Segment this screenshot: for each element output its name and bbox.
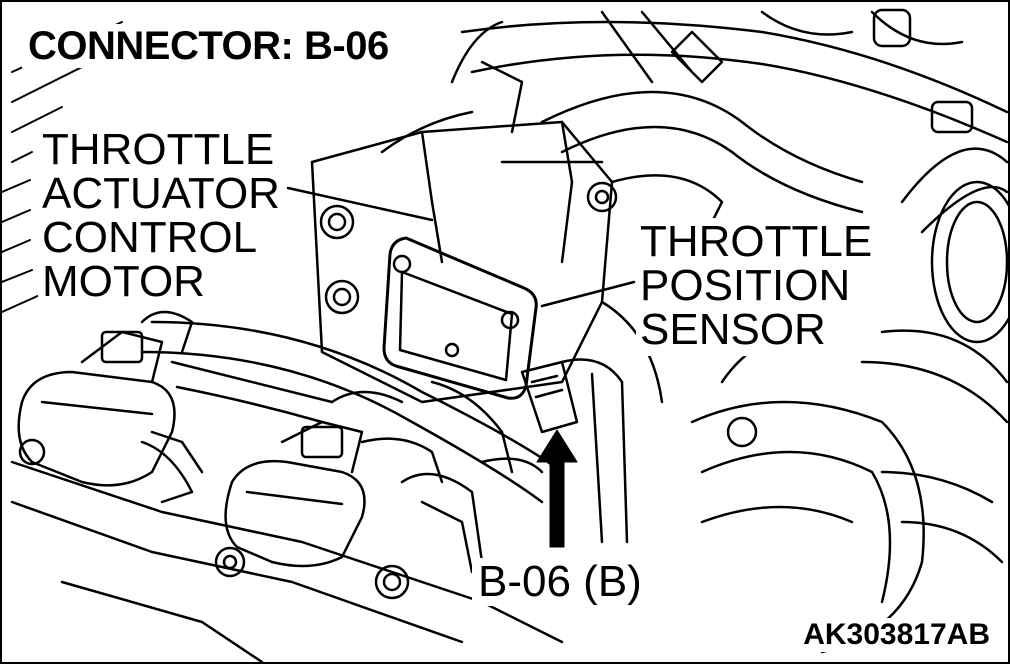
label-line: MOTOR (42, 257, 205, 306)
intake-manifold (10, 320, 564, 662)
actuator-motor-housing (382, 236, 538, 400)
label-throttle-position-sensor: THROTTLE POSITION SENSOR (636, 217, 879, 356)
label-line: CONTROL (42, 213, 258, 262)
label-line: POSITION (640, 261, 851, 310)
wiring-harness (170, 360, 544, 574)
label-line: THROTTLE (640, 217, 873, 266)
leader-lines (286, 186, 636, 308)
connector-arrow (536, 429, 578, 548)
throttle-body (310, 20, 724, 404)
label-line: THROTTLE (42, 125, 275, 174)
intake-hoses (460, 8, 1008, 214)
label-throttle-actuator-control-motor: THROTTLE ACTUATOR CONTROL MOTOR (38, 126, 286, 308)
ignition-coil-left (17, 310, 204, 504)
label-line: ACTUATOR (42, 169, 280, 218)
reference-code: AK303817AB (799, 618, 994, 652)
label-connector-b06: B-06 (B) (472, 558, 648, 606)
tps-connector (520, 358, 629, 544)
connector-title: CONNECTOR: B-06 (22, 24, 395, 68)
label-line: SENSOR (640, 305, 826, 354)
ignition-coil-right (224, 390, 444, 568)
